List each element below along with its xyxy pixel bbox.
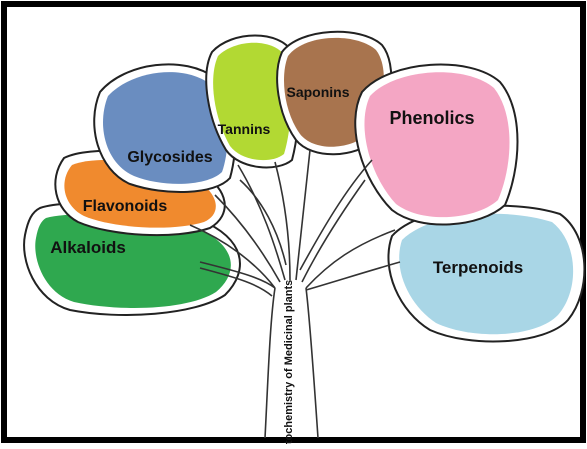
leaf-label-phenolics: Phenolics [389,108,474,128]
leaf-label-saponins: Saponins [286,84,349,100]
leaf-label-flavonoids: Flavonoids [83,198,168,215]
leaf-label-alkaloids: Alkaloids [50,238,126,257]
leaf-label-terpenoids: Terpenoids [433,258,523,277]
trunk-label: Phytochemistry of Medicinal plants [283,280,295,444]
leaf-label-tannins: Tannins [218,121,271,137]
leaf-terpenoids: Terpenoids [388,206,584,342]
leaf-label-glycosides: Glycosides [127,149,212,166]
